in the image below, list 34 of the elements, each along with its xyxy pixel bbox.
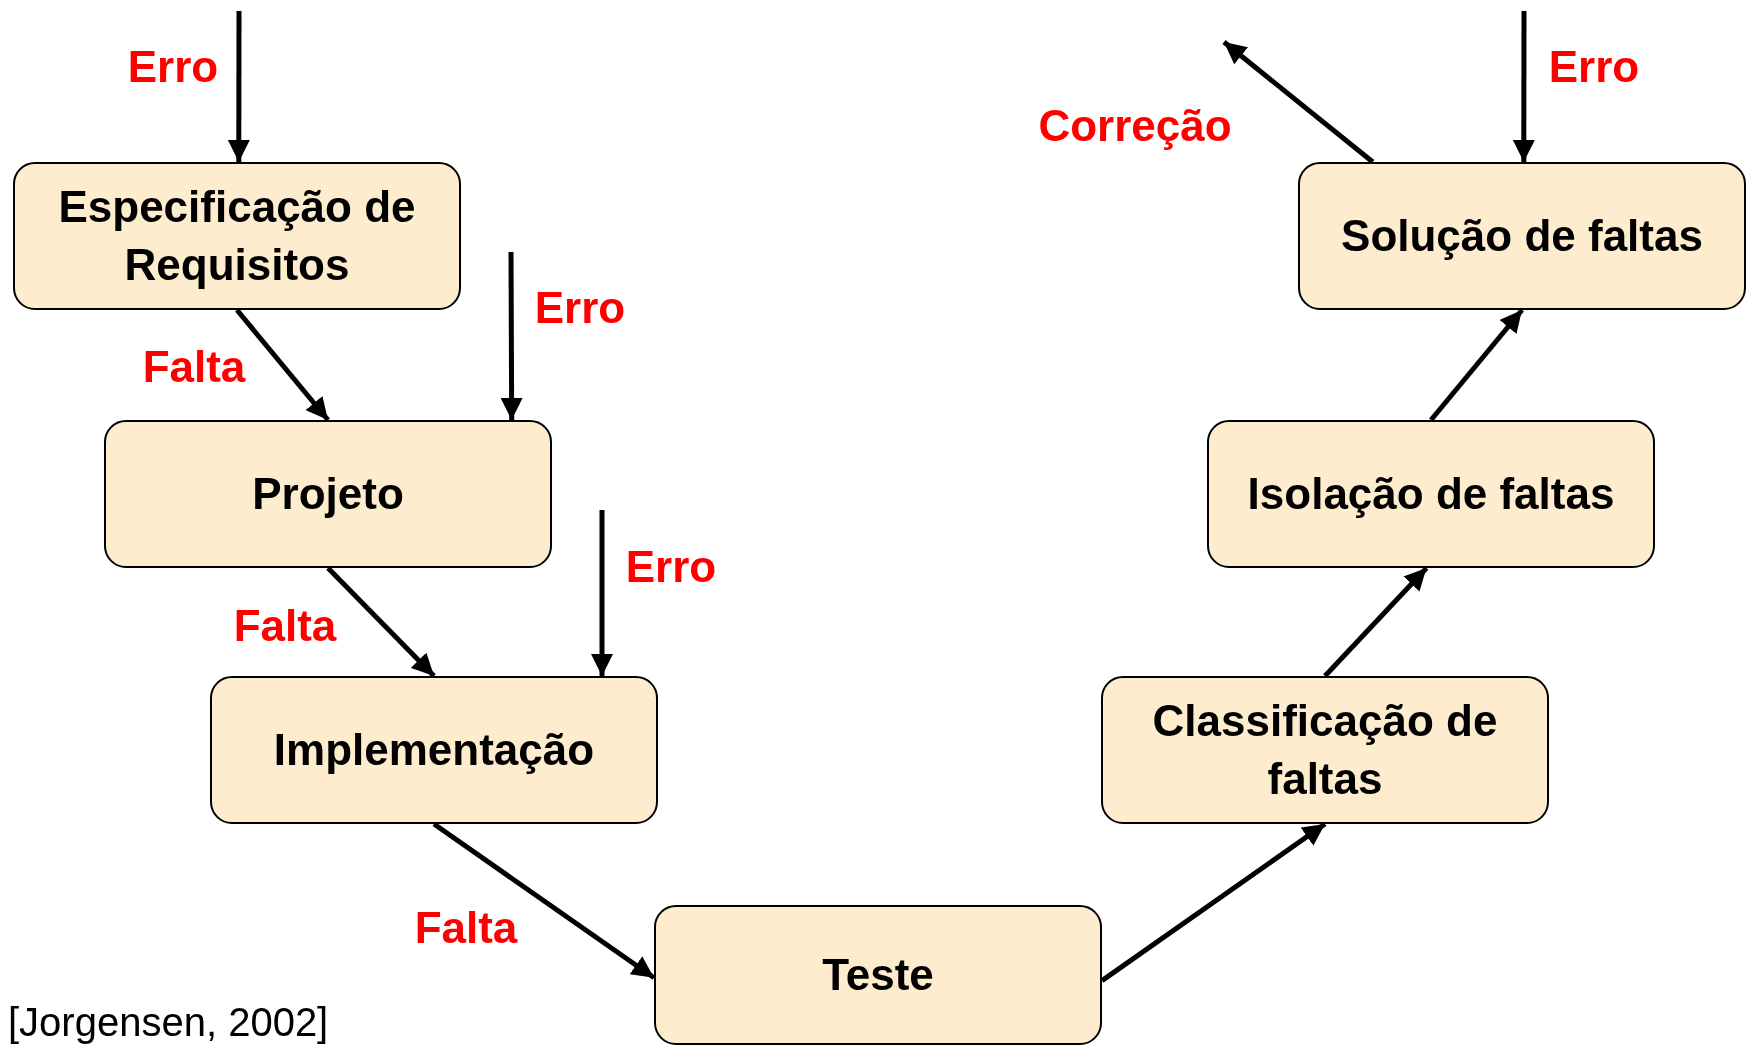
arrow <box>1222 40 1375 164</box>
box-label: Isolação de faltas <box>1247 468 1615 520</box>
edge-label: Falta <box>142 342 246 392</box>
edge-label: Falta <box>233 601 337 651</box>
arrow <box>1323 566 1429 678</box>
arrow <box>1512 11 1535 162</box>
edge-label: Erro <box>534 283 626 333</box>
arrow <box>326 566 436 678</box>
arrow <box>432 821 656 980</box>
box-label: Teste <box>822 949 934 1001</box>
process-box <box>654 905 1102 1045</box>
box-label: Solução de faltas <box>1341 210 1703 262</box>
arrow <box>227 11 250 162</box>
edge-label: Erro <box>127 42 219 92</box>
arrow <box>1100 821 1327 983</box>
process-box <box>104 420 552 568</box>
edge-label: Erro <box>625 542 717 592</box>
edge-label: Erro <box>1548 42 1640 92</box>
process-box <box>1101 676 1549 824</box>
process-box <box>1298 162 1746 310</box>
box-label: Especificação de Requisitos <box>57 181 417 291</box>
process-box <box>13 162 461 310</box>
arrow <box>235 308 330 422</box>
citation-note: [Jorgensen, 2002] <box>8 1000 329 1045</box>
process-box <box>210 676 658 824</box>
arrow <box>500 252 523 420</box>
box-label: Projeto <box>252 468 404 520</box>
edge-label: Falta <box>414 903 518 953</box>
arrow <box>1429 308 1524 422</box>
arrow <box>591 510 613 676</box>
edge-label: Correção <box>1038 101 1232 151</box>
process-box <box>1207 420 1655 568</box>
box-label: Implementação <box>273 724 595 776</box>
box-label: Classificação de faltas <box>1151 695 1499 805</box>
